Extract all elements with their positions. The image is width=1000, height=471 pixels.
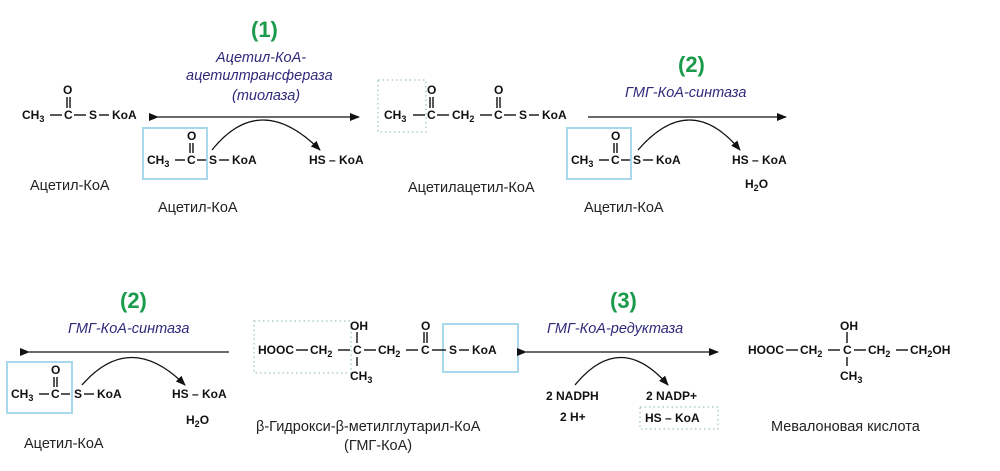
acetyl-coa-caption-1: Ацетил-КоА	[30, 178, 110, 194]
svg-text:C: C	[51, 387, 60, 401]
acetyl-coa-structure-4: CH3 C O S KoA	[11, 363, 122, 403]
svg-text:HOOC: HOOC	[258, 343, 294, 357]
proton-input: 2 H+	[560, 410, 586, 424]
svg-text:S: S	[633, 153, 641, 167]
reaction-2b-curved-arrow	[81, 356, 186, 386]
svg-text:O: O	[494, 83, 503, 97]
svg-text:S: S	[209, 153, 217, 167]
svg-text:CH2: CH2	[310, 343, 332, 359]
svg-text:C: C	[843, 343, 852, 357]
svg-text:CH3: CH3	[571, 153, 593, 169]
nadph-input: 2 NADPH	[546, 389, 599, 403]
acetyl-coa-structure-1: CH3 C O S KoA	[22, 83, 137, 124]
acetoacetyl-coa-caption: Ацетилацетил-КоА	[408, 180, 535, 196]
svg-text:S: S	[89, 108, 97, 122]
svg-text:KoA: KoA	[656, 153, 681, 167]
svg-text:C: C	[494, 108, 503, 122]
svg-text:CH2: CH2	[868, 343, 890, 359]
reaction-2b-enzyme: ГМГ-КоА-синтаза	[68, 321, 189, 337]
svg-text:S: S	[449, 343, 457, 357]
svg-text:KoA: KoA	[232, 153, 257, 167]
highlight-box-2	[566, 127, 632, 180]
svg-text:CH3: CH3	[22, 108, 44, 124]
svg-text:O: O	[187, 129, 196, 143]
mevalonic-acid-structure: HOOC CH2 C OH CH3 CH2 CH2OH	[748, 319, 950, 385]
svg-text:CH2: CH2	[452, 108, 474, 124]
reaction-3-enzyme: ГМГ-КоА-редуктаза	[547, 321, 683, 337]
acetyl-coa-caption-2: Ацетил-КоА	[158, 200, 238, 216]
svg-text:C: C	[421, 343, 430, 357]
reaction-2b-number: (2)	[120, 288, 147, 313]
water-released-2: H2O	[186, 413, 209, 429]
hs-koa-released-3: HS – KoA	[172, 387, 227, 401]
svg-text:KoA: KoA	[97, 387, 122, 401]
dotted-box-hs-koa	[639, 406, 719, 430]
reaction-1-curved-arrow	[211, 119, 321, 151]
svg-text:CH2: CH2	[378, 343, 400, 359]
svg-text:O: O	[611, 129, 620, 143]
svg-text:S: S	[74, 387, 82, 401]
reaction-2a-enzyme: ГМГ-КоА-синтаза	[625, 85, 746, 101]
hmg-coa-caption-line1: β-Гидрокси-β-метилглутарил-КоА	[256, 419, 481, 435]
svg-text:CH3: CH3	[840, 369, 862, 385]
svg-text:CH3: CH3	[11, 387, 33, 403]
reaction-3-curved-arrow	[574, 356, 669, 386]
svg-text:C: C	[427, 108, 436, 122]
reaction-3-number: (3)	[610, 288, 637, 313]
hs-koa-released-4: HS – KoA	[645, 411, 700, 425]
nadp-output: 2 NADP+	[646, 389, 697, 403]
svg-text:C: C	[187, 153, 196, 167]
acetyl-coa-structure-3: CH3 C O S KoA	[571, 129, 681, 169]
mevalonic-acid-caption: Мевалоновая кислота	[771, 419, 921, 435]
svg-text:HOOC: HOOC	[748, 343, 784, 357]
hmg-coa-caption-line2: (ГМГ-КоА)	[344, 438, 412, 454]
reaction-1-enzyme-line3: (тиолаза)	[232, 88, 300, 104]
acetyl-coa-caption-4: Ацетил-КоА	[24, 436, 104, 452]
reaction-1-number: (1)	[251, 17, 278, 42]
hs-koa-released-2: HS – KoA	[732, 153, 787, 167]
svg-text:S: S	[519, 108, 527, 122]
water-released-1: H2O	[745, 177, 768, 193]
svg-text:CH2: CH2	[800, 343, 822, 359]
acetyl-coa-caption-3: Ацетил-КоА	[584, 200, 664, 216]
dotted-box-acetoacetyl	[377, 79, 427, 133]
svg-text:C: C	[64, 108, 73, 122]
svg-text:C: C	[353, 343, 362, 357]
hs-koa-released-1: HS – KoA	[309, 153, 364, 167]
svg-text:O: O	[51, 363, 60, 377]
svg-text:KoA: KoA	[542, 108, 567, 122]
hmg-coa-structure: HOOC CH2 C OH CH3 CH2 C O S KoA	[258, 319, 497, 385]
svg-text:CH3: CH3	[384, 108, 406, 124]
svg-text:CH3: CH3	[350, 369, 372, 385]
acetyl-coa-structure-2: CH3 C O S KoA	[147, 129, 257, 169]
reaction-2a-number: (2)	[678, 52, 705, 77]
highlight-box-1	[142, 127, 208, 180]
svg-text:OH: OH	[840, 319, 858, 333]
svg-text:KoA: KoA	[472, 343, 497, 357]
highlight-box-3	[6, 361, 73, 414]
acetoacetyl-coa-structure: CH3 C O CH2 C O S KoA	[384, 83, 567, 124]
svg-text:KoA: KoA	[112, 108, 137, 122]
reaction-2a-curved-arrow	[637, 119, 741, 151]
reaction-1-enzyme-line1: Ацетил-КоА-	[215, 50, 306, 66]
svg-text:C: C	[611, 153, 620, 167]
svg-text:CH3: CH3	[147, 153, 169, 169]
reaction-1-enzyme-line2: ацетилтрансфераза	[186, 68, 333, 84]
svg-text:O: O	[63, 83, 72, 97]
svg-text:CH2OH: CH2OH	[910, 343, 950, 359]
svg-text:OH: OH	[350, 319, 368, 333]
dotted-box-hmg	[253, 320, 352, 374]
svg-text:O: O	[421, 319, 430, 333]
svg-text:O: O	[427, 83, 436, 97]
